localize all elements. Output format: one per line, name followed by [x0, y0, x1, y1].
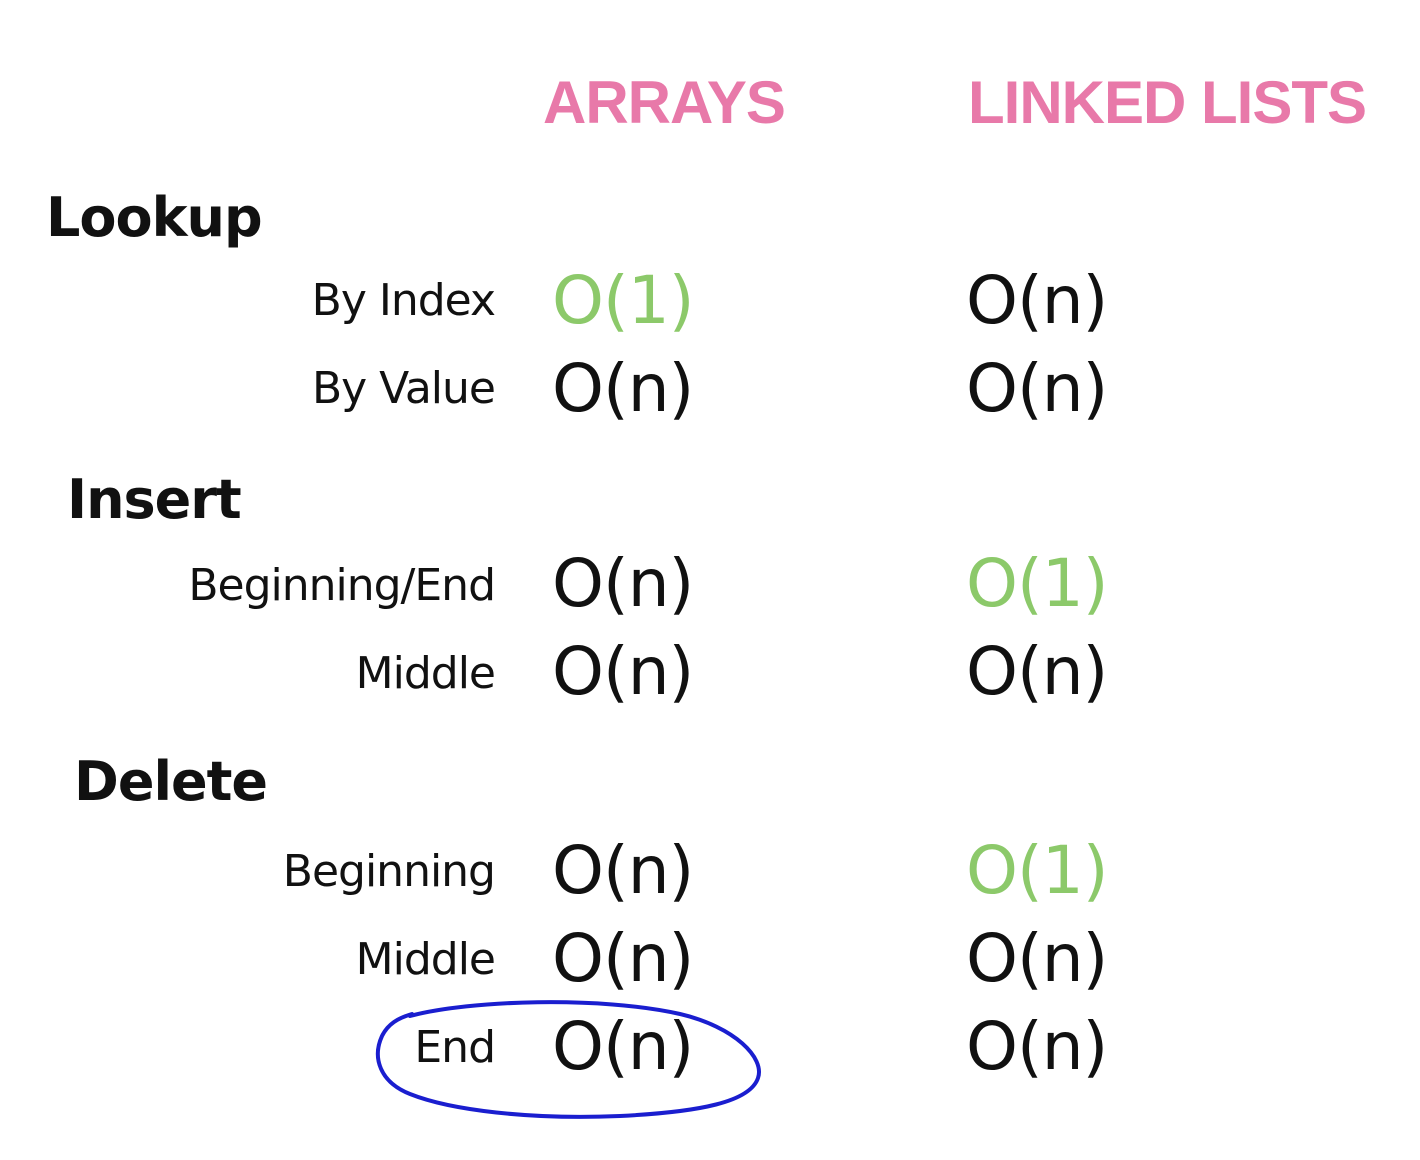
row-label-by-index: By Index	[311, 275, 496, 326]
arrays-column-header: ARRAYS	[543, 69, 786, 136]
row-label-by-value: By Value	[311, 363, 496, 414]
linked-lists-insert-middle: O(n)	[966, 633, 1108, 710]
linked-lists-lookup-by-index: O(n)	[966, 262, 1108, 339]
row-label-beginning: Beginning	[282, 846, 496, 897]
linked-lists-delete-beginning: O(1)	[966, 832, 1108, 909]
row-label-insert-middle: Middle	[355, 648, 496, 699]
linked-lists-insert-beginning-end: O(1)	[966, 545, 1108, 622]
arrays-delete-middle: O(n)	[552, 920, 694, 997]
linked-lists-delete-middle: O(n)	[966, 920, 1108, 997]
linked-lists-lookup-by-value: O(n)	[966, 350, 1108, 427]
arrays-insert-beginning-end: O(n)	[552, 545, 694, 622]
arrays-delete-end: O(n)	[552, 1008, 694, 1085]
row-label-end: End	[414, 1022, 496, 1073]
row-label-beginning-end: Beginning/End	[188, 560, 496, 611]
arrays-lookup-by-value: O(n)	[552, 350, 694, 427]
section-title-lookup: Lookup	[46, 186, 263, 249]
arrays-delete-beginning: O(n)	[552, 832, 694, 909]
arrays-lookup-by-index: O(1)	[552, 262, 694, 339]
section-title-delete: Delete	[74, 750, 268, 813]
arrays-insert-middle: O(n)	[552, 633, 694, 710]
section-title-insert: Insert	[67, 468, 242, 531]
row-label-delete-middle: Middle	[355, 934, 496, 985]
linked-lists-delete-end: O(n)	[966, 1008, 1108, 1085]
linked-lists-column-header: LINKED LISTS	[968, 69, 1367, 136]
